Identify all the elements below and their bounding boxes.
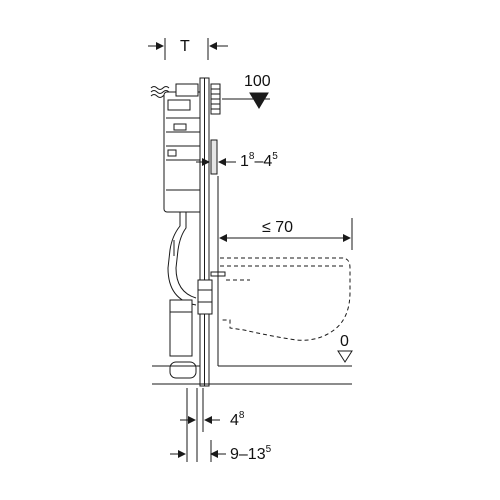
bottom-range-label: 9–135 — [230, 444, 272, 463]
frame-profile — [197, 77, 226, 387]
label-100: 100 — [244, 73, 271, 90]
level-100-marker — [222, 92, 270, 109]
actuator-plate — [210, 83, 221, 115]
t-label: T — [180, 38, 190, 55]
wall-panel — [210, 139, 218, 175]
distance-dimension — [219, 218, 353, 250]
distance-label: ≤ 70 — [262, 219, 293, 236]
thickness-label: 48 — [230, 410, 245, 429]
cistern — [163, 83, 205, 213]
zero-label: 0 — [340, 333, 349, 350]
drain-pipe — [169, 299, 197, 379]
floor — [152, 365, 352, 385]
distance-label-bg — [258, 216, 308, 236]
t-dimension — [148, 38, 228, 60]
wc-bowl-outline — [220, 257, 351, 341]
zero-level-marker — [337, 350, 353, 363]
flush-hose — [167, 212, 197, 306]
panel-range-label: 18–45 — [240, 151, 278, 170]
bottom-dimension-lines — [170, 388, 226, 462]
